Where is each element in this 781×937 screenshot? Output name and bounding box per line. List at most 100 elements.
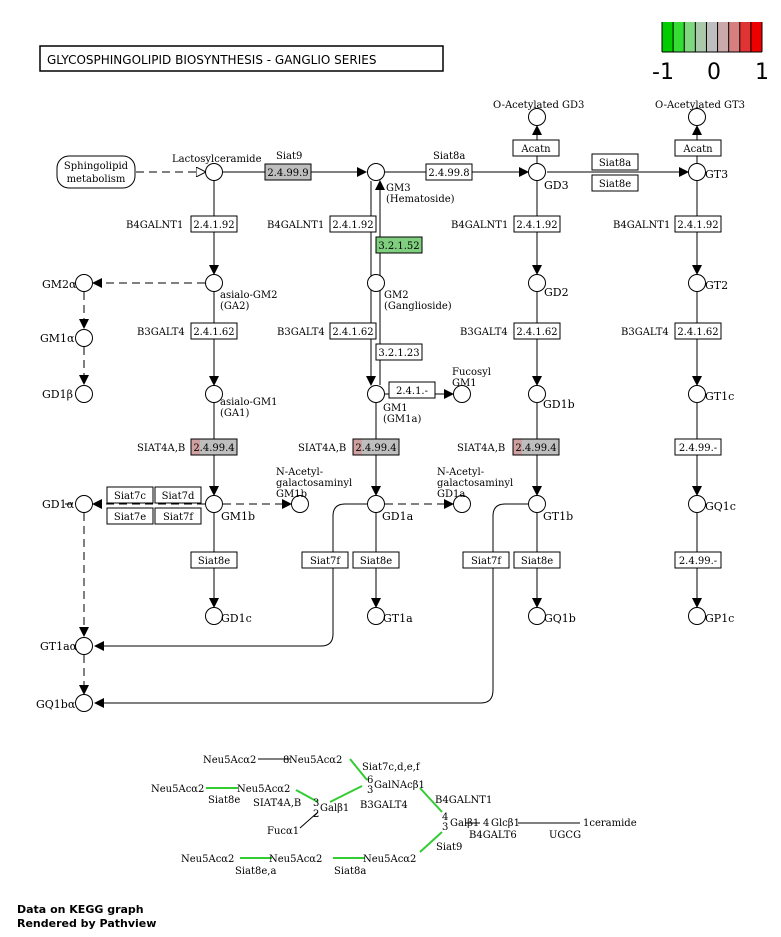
enzyme-siat7f-c[interactable]	[462, 551, 510, 569]
compound-gt1a-alpha[interactable]	[75, 637, 93, 655]
enzyme-2-4-99-4-c-red	[513, 439, 522, 455]
enzyme-siat8a[interactable]	[591, 153, 639, 171]
gm1a-alpha-label: GM1α	[40, 332, 75, 345]
enzyme-2-4-1-92-d-label: 2.4.1.92	[677, 220, 718, 231]
compound-gm1b[interactable]	[205, 495, 223, 513]
compound-nac-gm1b[interactable]	[291, 495, 309, 513]
compound-gd1a[interactable]	[367, 495, 385, 513]
enzyme-2-4-99-9[interactable]	[264, 163, 312, 181]
compound-gt2[interactable]	[688, 274, 706, 292]
glycan-n3-c: 3	[442, 822, 448, 833]
compound-nac-gd1a[interactable]	[453, 495, 471, 513]
enzyme-2-4-1-92-a-label: 2.4.1.92	[193, 220, 234, 231]
enzyme-2-4-99-8[interactable]	[425, 163, 473, 181]
gt2-label: GT2	[705, 279, 728, 292]
compound-gd1-alpha[interactable]	[75, 495, 93, 513]
glycan-gal-1: Galβ1	[320, 803, 349, 814]
gd3-label: GD3	[544, 179, 569, 192]
enzyme-3-2-1-52[interactable]	[375, 236, 423, 254]
compound-gm2a[interactable]	[75, 274, 93, 292]
compound-gm2[interactable]	[367, 274, 385, 292]
compound-gm3[interactable]	[367, 163, 385, 181]
gm3-label-2: (Hematoside)	[386, 194, 455, 205]
compound-ga2[interactable]	[205, 274, 223, 292]
glycan-neu5ac-7: Neu5Acα2	[363, 854, 416, 865]
compound-gt1c[interactable]	[688, 385, 706, 403]
enzyme-siat7e[interactable]	[106, 507, 154, 525]
compound-fucosyl-gm1[interactable]	[453, 385, 471, 403]
enzyme-2-4-1-62-a[interactable]	[190, 322, 238, 340]
legend-swatch	[673, 22, 685, 52]
enzyme-siat8e-b[interactable]	[352, 551, 400, 569]
nac-gd1a-label-3: GD1a	[437, 489, 465, 500]
title-box	[39, 45, 444, 72]
gt3-label: GT3	[705, 168, 728, 181]
enzyme-2-4-1-92-c[interactable]	[513, 215, 561, 233]
enzyme-siat7f-a[interactable]	[154, 507, 202, 525]
nac-gm1b-label-2: galactosaminyl	[276, 478, 352, 489]
enzyme-acatn-2[interactable]	[674, 139, 722, 157]
compound-gd1-beta[interactable]	[75, 385, 93, 403]
compound-gp1c[interactable]	[688, 607, 706, 625]
compound-gd1b[interactable]	[528, 385, 546, 403]
compound-gq1c[interactable]	[688, 495, 706, 513]
enzyme-2-4-1-92-b[interactable]	[329, 215, 377, 233]
compound-gm1-alpha[interactable]	[75, 329, 93, 347]
compound-gd1c[interactable]	[205, 607, 223, 625]
b3galt4-label-a: B3GALT4	[137, 327, 185, 338]
glycan-link-6	[299, 811, 319, 829]
enzyme-2-4-1-62-d[interactable]	[674, 322, 722, 340]
enzyme-2-4-1-62-b-label: 2.4.1.62	[332, 327, 373, 338]
legend-swatch	[728, 22, 740, 52]
enzyme-siat7c[interactable]	[106, 486, 154, 504]
compound-oac-gt3[interactable]	[688, 108, 706, 126]
glycan-b4galnt1: B4GALNT1	[435, 795, 492, 806]
enzyme-siat7f-b[interactable]	[301, 551, 349, 569]
legend-label-max: 1	[755, 60, 769, 85]
sphingolipid-metabolism-map[interactable]	[56, 155, 136, 189]
compound-gt3[interactable]	[688, 163, 706, 181]
enzyme-2-4-99-4-c-border	[512, 438, 560, 456]
enzyme-siat8e-a[interactable]	[190, 551, 238, 569]
nac-gd1a-label-2: galactosaminyl	[437, 478, 513, 489]
compound-gd2[interactable]	[528, 274, 546, 292]
b4galnt1-label-d: B4GALNT1	[613, 220, 670, 231]
enzyme-2-4-99-dash-b[interactable]	[674, 551, 722, 569]
enzyme-2-4-1-62-b[interactable]	[329, 322, 377, 340]
enzyme-2-4-1-62-c[interactable]	[513, 322, 561, 340]
compound-gq1b[interactable]	[528, 607, 546, 625]
enzyme-siat8e[interactable]	[591, 174, 639, 192]
enzyme-2-4-99-4-a-label: 2.4.99.4	[193, 443, 234, 454]
gt1a-alpha-label: GT1aα	[40, 640, 78, 653]
compound-gd3[interactable]	[528, 163, 546, 181]
enzyme-siat7f-c-label: Siat7f	[471, 556, 502, 567]
enzyme-siat8e-c[interactable]	[513, 551, 561, 569]
enzyme-2-4-1-92-a[interactable]	[190, 215, 238, 233]
enzyme-siat7d[interactable]	[154, 486, 202, 504]
edge-gt1b-gq1ba	[94, 503, 528, 708]
glycan-neu5ac-6: Neu5Acα2	[269, 854, 322, 865]
compound-gt1a[interactable]	[367, 607, 385, 625]
enzyme-2-4-1-92-c-label: 2.4.1.92	[516, 220, 557, 231]
glycan-n3-b: 3	[313, 798, 319, 809]
gd1b-beta-label: GD1β	[42, 388, 73, 401]
enzyme-3-2-1-23[interactable]	[375, 343, 423, 361]
enzyme-2-4-1-dash[interactable]	[388, 381, 436, 399]
compound-oac-gd3[interactable]	[528, 108, 546, 126]
enzyme-2-4-99-dash-a[interactable]	[674, 438, 722, 456]
enzyme-2-4-1-92-d[interactable]	[674, 215, 722, 233]
compound-gt1b[interactable]	[528, 495, 546, 513]
enzyme-siat7d-label: Siat7d	[162, 491, 195, 502]
gm3-label: GM3	[386, 183, 411, 194]
glycan-siat8ea: Siat8e,a	[235, 866, 276, 877]
compound-gm1[interactable]	[367, 385, 385, 403]
compound-gq1b-alpha[interactable]	[75, 694, 93, 712]
compound-lactosylceramide[interactable]	[205, 163, 223, 181]
gm1-label-2: (GM1a)	[383, 414, 421, 425]
glycan-siat8a: Siat8a	[334, 866, 366, 877]
glycan-link-2	[349, 758, 368, 781]
legend-swatch	[706, 22, 718, 52]
enzyme-acatn-1[interactable]	[512, 139, 560, 157]
glycan-gal-2: Galβ1	[450, 818, 479, 829]
compound-ga1[interactable]	[205, 385, 223, 403]
